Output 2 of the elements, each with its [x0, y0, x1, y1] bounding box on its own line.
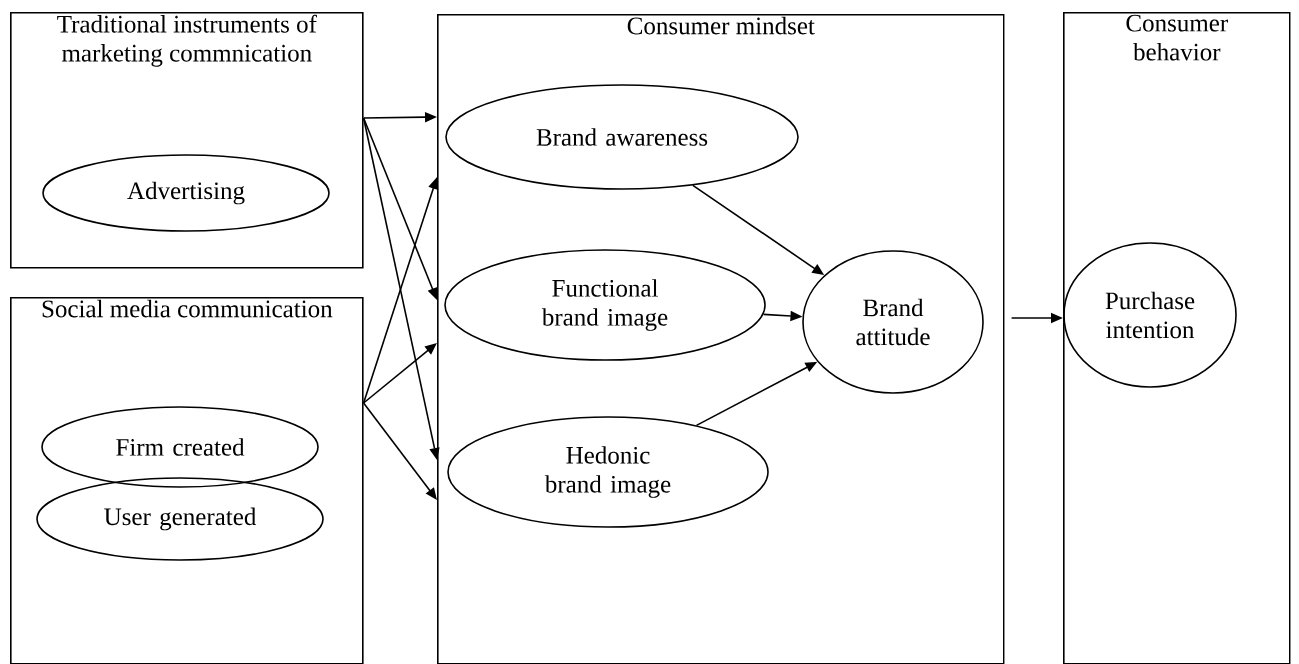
arrow — [362, 402, 437, 500]
arrow — [362, 343, 437, 404]
